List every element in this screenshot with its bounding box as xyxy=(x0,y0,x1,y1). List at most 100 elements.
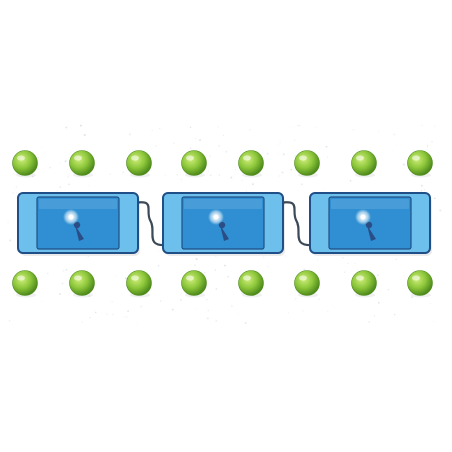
speckle-dot xyxy=(347,263,349,265)
green-ball-icon xyxy=(126,270,152,298)
speckle-dot xyxy=(278,175,281,177)
speckle-dot xyxy=(285,255,287,257)
speckle-dot xyxy=(155,145,158,147)
speckle-dot xyxy=(230,176,233,179)
speckle-dot xyxy=(159,128,161,130)
speckle-dot xyxy=(277,144,279,146)
speckle-dot xyxy=(420,184,423,187)
speckle-dot xyxy=(151,130,153,131)
speckle-dot xyxy=(433,321,435,323)
speckle-dot xyxy=(215,319,218,322)
speckle-dot xyxy=(206,298,208,301)
bottom-ball xyxy=(69,270,95,296)
speckle-dot xyxy=(352,151,354,153)
speckle-dot xyxy=(435,216,437,218)
device-screen-sheen xyxy=(39,199,117,209)
speckle-dot xyxy=(292,126,294,127)
speckle-dot xyxy=(195,258,198,261)
speckle-dot xyxy=(293,139,296,142)
speckle-dot xyxy=(204,272,206,274)
speckle-dot xyxy=(194,264,196,267)
ball-highlight xyxy=(412,275,420,281)
figure-body xyxy=(75,225,84,241)
speckle-dot xyxy=(327,310,329,312)
speckle-dot xyxy=(282,153,285,156)
speckle-dot xyxy=(164,174,166,176)
cable-icon xyxy=(132,201,169,247)
speckle-dot xyxy=(127,310,129,312)
speckle-dot xyxy=(32,175,34,178)
speckle-dot xyxy=(218,174,221,176)
ball-highlight xyxy=(74,275,82,281)
speckle-dot xyxy=(59,293,62,295)
speckle-dot xyxy=(16,192,17,194)
speckle-dot xyxy=(288,312,289,314)
green-ball-icon xyxy=(351,150,377,178)
speckle-dot xyxy=(198,139,202,142)
speckle-dot xyxy=(89,317,91,319)
ball-highlight xyxy=(299,275,307,281)
speckle-dot xyxy=(387,289,390,291)
speckle-dot xyxy=(403,275,405,277)
speckle-dot xyxy=(209,155,211,158)
speckle-dot xyxy=(227,275,230,278)
speckle-dot xyxy=(377,274,379,277)
speckle-dot xyxy=(140,305,143,308)
speckle-dot xyxy=(368,320,371,323)
speckle-dot xyxy=(135,149,137,151)
green-ball-icon xyxy=(181,270,207,298)
speckle-dot xyxy=(66,169,69,171)
speckle-dot xyxy=(377,301,380,304)
speckle-dot xyxy=(303,268,306,271)
speckle-dot xyxy=(122,171,125,174)
speckle-dot xyxy=(15,186,18,188)
speckle-dot xyxy=(194,308,196,310)
speckle-dot xyxy=(393,133,396,136)
speckle-dot xyxy=(295,298,297,300)
device-screen-sheen xyxy=(331,199,409,209)
speckle-dot xyxy=(179,298,182,301)
speckle-dot xyxy=(277,153,279,154)
ball-highlight xyxy=(17,275,25,281)
speckle-dot xyxy=(225,150,228,153)
speckle-dot xyxy=(237,313,239,315)
speckle-dot xyxy=(297,124,299,127)
speckle-dot xyxy=(426,145,429,147)
speckle-dot xyxy=(262,256,265,258)
speckle-dot xyxy=(43,153,45,155)
ball-highlight xyxy=(17,155,25,161)
ball-highlight xyxy=(243,155,251,161)
speckle-dot xyxy=(394,313,396,316)
speckle-dot xyxy=(81,132,82,133)
bottom-ball xyxy=(12,270,38,296)
speckle-dot xyxy=(207,309,210,312)
speckle-dot xyxy=(327,156,328,158)
speckle-dot xyxy=(434,125,436,127)
speckle-dot xyxy=(207,170,209,172)
speckle-dot xyxy=(61,282,64,285)
green-ball-icon xyxy=(294,270,320,298)
speckle-dot xyxy=(294,154,297,157)
speckle-dot xyxy=(439,209,442,212)
speckle-dot xyxy=(214,269,216,271)
bottom-ball-row xyxy=(12,270,433,298)
ball-highlight xyxy=(412,155,420,161)
speckle-dot xyxy=(218,145,220,147)
green-ball-icon xyxy=(351,270,377,298)
cable-icon xyxy=(277,201,316,247)
speckle-dot xyxy=(38,156,40,158)
speckle-dot xyxy=(180,178,183,181)
speckle-dot xyxy=(230,304,233,308)
speckle-dot xyxy=(431,140,433,143)
speckle-dot xyxy=(189,147,192,149)
bottom-ball xyxy=(294,270,320,296)
ball-highlight xyxy=(131,275,139,281)
speckle-dot xyxy=(109,173,111,175)
light-icon xyxy=(360,214,366,220)
speckle-dot xyxy=(251,183,254,186)
speckle-dot xyxy=(203,297,205,299)
connector-cables xyxy=(132,201,316,247)
speckle-dot xyxy=(431,181,433,183)
speckle-dot xyxy=(9,239,12,242)
speckle-dot xyxy=(159,300,162,303)
